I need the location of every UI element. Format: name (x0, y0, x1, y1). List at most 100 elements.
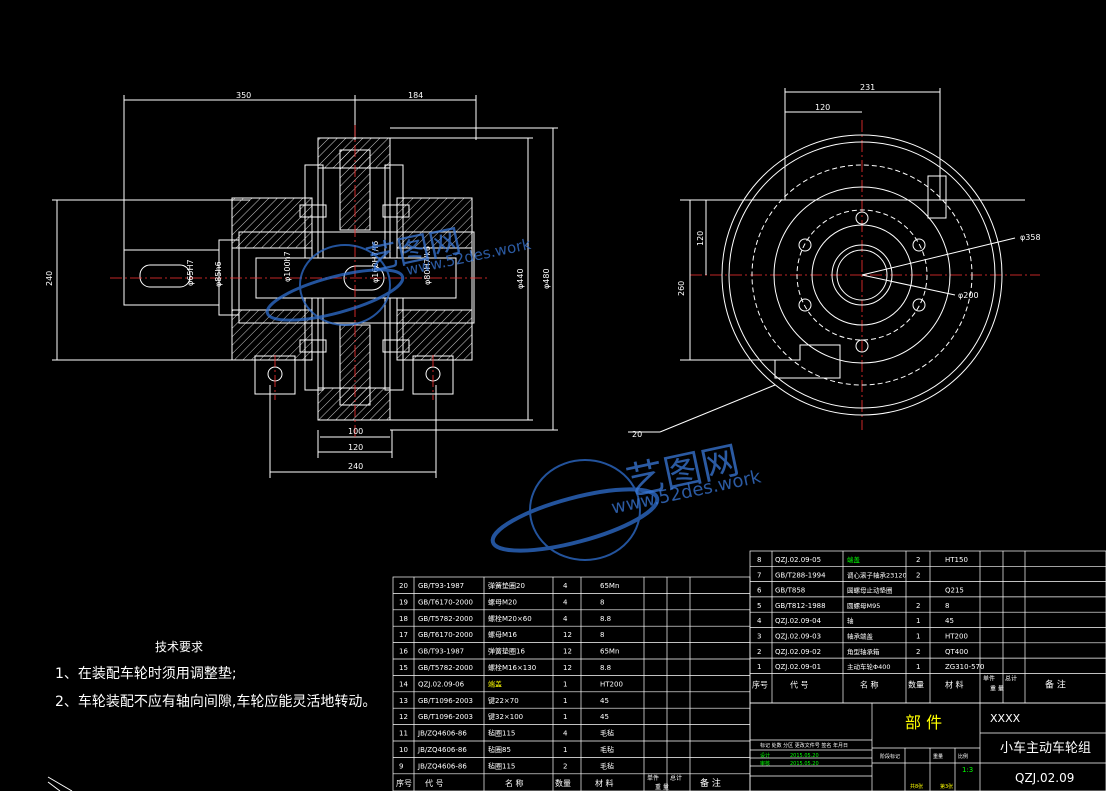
bom-right-code: GB/T288-1994 (775, 571, 826, 579)
title-block (749, 702, 1106, 791)
bom-left-h-qty: 数量 (555, 778, 571, 788)
bom-left-code: GB/T6170-2000 (418, 631, 473, 639)
bom-left-qty: 4 (563, 615, 568, 623)
end-view (628, 88, 1025, 433)
bom-right-mat: Q215 (945, 587, 964, 595)
bom-right-mat: HT200 (945, 633, 968, 641)
dim-100: 100 (348, 427, 363, 436)
title-company: XXXX (990, 712, 1021, 725)
bom-left-no: 13 (399, 697, 408, 705)
dim-phi80: φ80H7/k6 (423, 246, 432, 285)
bom-left-name: 毡圈115 (488, 729, 515, 738)
bom-left-h-code: 代 号 (425, 778, 444, 788)
bom-right-qty: 2 (916, 602, 920, 610)
bom-left-qty: 1 (563, 713, 567, 721)
title-ratio: 比例 (958, 753, 968, 760)
title-date2: 2015.05.20 (790, 761, 819, 767)
bom-right-no: 1 (757, 663, 761, 671)
dim-231: 231 (860, 83, 875, 92)
title-date1: 2015.05.20 (790, 753, 819, 759)
bom-left-code: GB/T5782-2000 (418, 664, 473, 672)
bom-right-no: 2 (757, 648, 761, 656)
dim-184: 184 (408, 91, 423, 100)
bom-left-qty: 4 (563, 730, 568, 738)
bom-left-qty: 12 (563, 648, 572, 656)
dim-phi358: φ358 (1020, 233, 1041, 242)
bom-left-code: GB/T5782-2000 (418, 615, 473, 623)
bom-left-name: 键22×70 (488, 696, 519, 705)
bom-left-h-weight: 重 量 (655, 783, 669, 791)
bom-left-h-name: 名 称 (505, 778, 524, 788)
dim-120-bottom: 120 (348, 443, 363, 452)
title-block-text: 部 件 XXXX 小车主动车轮组 QZJ.02.09 标记 处数 分区 更改文件… (760, 712, 1091, 790)
corner-mark (47, 776, 73, 791)
bom-right-h-w1: 单件 (983, 674, 995, 682)
bom-left-mat: 8.8 (600, 664, 611, 672)
dim-20: 20 (632, 430, 642, 439)
bom-right-qty: 1 (916, 617, 920, 625)
bom-left-mat: HT200 (600, 680, 623, 688)
dim-120-top: 120 (815, 103, 830, 112)
bom-right-mat: ZG310-570 (945, 663, 984, 671)
title-type: 部 件 (905, 713, 942, 732)
bom-left-qty: 1 (563, 697, 567, 705)
bom-left-name: 端盖 (488, 679, 502, 688)
bom-right-h-no: 序号 (752, 679, 768, 689)
bom-right-code: QZJ.02.09-02 (775, 648, 821, 656)
dim-phi200: φ200 (958, 291, 979, 300)
bom-right-mat: HT150 (945, 556, 968, 564)
bom-right-qty: 1 (916, 663, 920, 671)
bom-right-name: 调心滚子轴承23120 (847, 570, 907, 579)
bom-right-name: 角型轴承箱 (847, 647, 880, 656)
bom-left-code: JB/ZQ4606-86 (417, 730, 467, 738)
bom-right-h-code: 代 号 (790, 679, 809, 689)
bom-right-code: QZJ.02.09-05 (775, 556, 821, 564)
bom-left-no: 14 (399, 680, 408, 688)
bom-right-qty: 2 (916, 648, 920, 656)
bom-right-h-w2: 总计 (1005, 674, 1017, 682)
bom-left-name: 毡圈85 (488, 745, 511, 754)
bom-right-no: 8 (757, 556, 761, 564)
bom-left-mat: 毛毡 (600, 745, 614, 754)
bom-left-code: QZJ.02.09-06 (418, 680, 465, 688)
bom-right-name: 轴 (847, 616, 854, 625)
bom-left-no: 19 (399, 598, 408, 606)
bom-left-mat: 毛毡 (600, 729, 614, 738)
bom-right-code: QZJ.02.09-01 (775, 663, 821, 671)
bom-left-code: GB/T6170-2000 (418, 598, 473, 606)
bom-right-name: 圆螺母止动垫圈 (847, 586, 893, 595)
bom-left-h-mat: 材 料 (595, 778, 614, 788)
dimension-labels: 350 184 240 φ440 φ480 φ85h6 φ100h7 φ160H… (45, 83, 1041, 471)
dim-phi480: φ480 (542, 268, 551, 289)
bom-right-h-mat: 材 料 (945, 679, 964, 689)
bom-left-no: 12 (399, 713, 408, 721)
bom-left-no: 15 (399, 664, 408, 672)
bom-right-name: 圆螺母M95 (847, 601, 880, 610)
dim-240-bottom: 240 (348, 462, 363, 471)
bom-left-mat: 45 (600, 697, 609, 705)
bom-left-name: 毡圈115 (488, 761, 515, 770)
watermark-logo (265, 244, 660, 561)
bom-left-mat: 65Mn (600, 648, 619, 656)
bom-left-name: 螺栓M16×130 (488, 663, 536, 672)
center-lines (110, 120, 1040, 440)
bom-left-no: 11 (399, 730, 408, 738)
dim-120-side: 120 (696, 231, 705, 246)
bom-right-h-remark: 备 注 (1045, 678, 1066, 690)
bom-left-qty: 12 (563, 631, 572, 639)
bom-left-name: 弹簧垫圈20 (488, 581, 525, 590)
bom-right-mat: 8 (945, 602, 949, 610)
bom-right-name: 端盖 (847, 555, 861, 564)
title-check: 审核 (760, 760, 770, 767)
bom-right-code: QZJ.02.09-03 (775, 633, 821, 641)
title-design: 设计 (760, 752, 770, 759)
bom-left-h-no: 序号 (396, 778, 412, 788)
title-drawing-name: 小车主动车轮组 (1000, 740, 1091, 756)
bom-left-code: JB/ZQ4606-86 (417, 746, 467, 754)
bom-right-no: 6 (757, 587, 762, 595)
bom-left-name: 螺母M20 (488, 597, 517, 606)
bom-left-h-remark: 备 注 (700, 777, 721, 789)
bom-left-no: 17 (399, 631, 408, 639)
